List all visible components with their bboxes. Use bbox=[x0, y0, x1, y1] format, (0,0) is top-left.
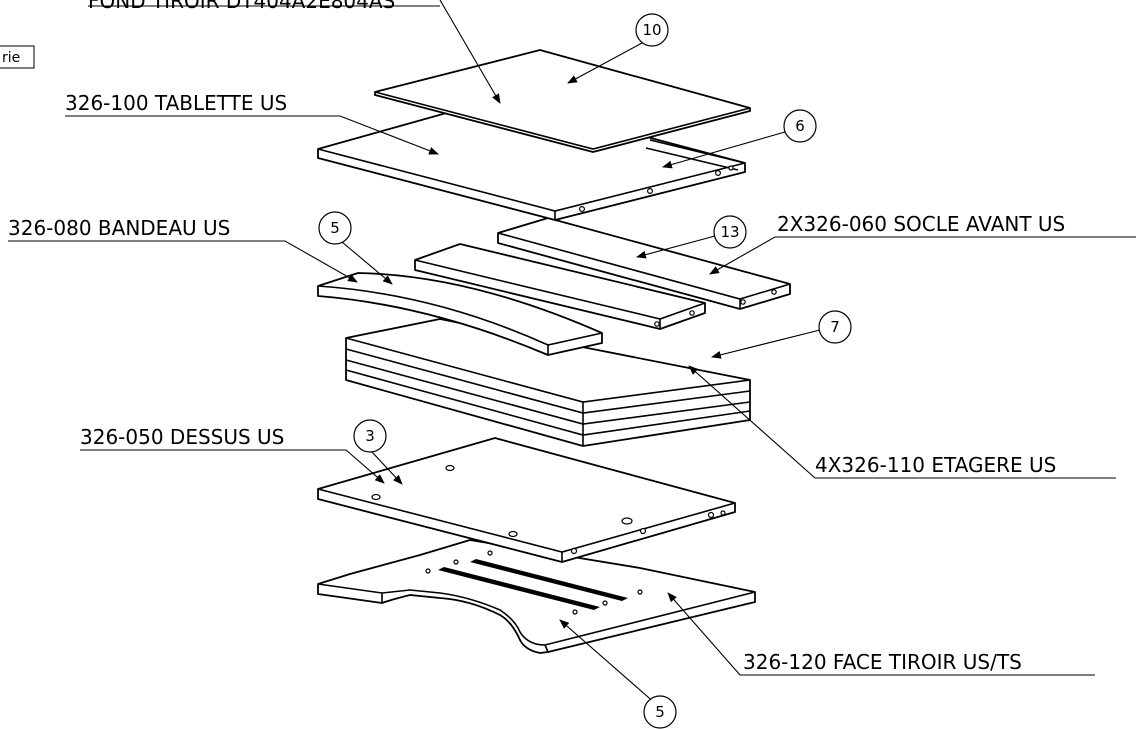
svg-text:5: 5 bbox=[655, 703, 665, 721]
leader-lines bbox=[8, 0, 1136, 705]
label-tablette: 326-100 TABLETTE US bbox=[65, 91, 287, 115]
svg-text:6: 6 bbox=[795, 117, 805, 135]
label-corner-cut-box: rie bbox=[0, 45, 35, 69]
balloon-5-bottom: 5 bbox=[643, 695, 677, 729]
svg-text:7: 7 bbox=[830, 318, 840, 336]
svg-text:5: 5 bbox=[330, 219, 340, 237]
label-etagere: 4X326-110 ETAGERE US bbox=[815, 453, 1056, 477]
balloon-5-top: 5 bbox=[318, 211, 352, 245]
part-dessus bbox=[317, 437, 736, 563]
label-dessus: 326-050 DESSUS US bbox=[80, 425, 284, 449]
part-face-tiroir bbox=[317, 539, 756, 654]
label-face-tiroir: 326-120 FACE TIROIR US/TS bbox=[743, 650, 1022, 674]
part-socle-avant-left bbox=[414, 243, 706, 330]
label-bandeau: 326-080 BANDEAU US bbox=[8, 216, 230, 240]
label-socle-avant: 2X326-060 SOCLE AVANT US bbox=[777, 212, 1065, 236]
part-fond-tiroir bbox=[374, 49, 751, 153]
balloon-13: 13 bbox=[713, 215, 747, 249]
svg-text:3: 3 bbox=[365, 427, 375, 445]
svg-text:13: 13 bbox=[720, 223, 739, 241]
balloon-7: 7 bbox=[818, 310, 852, 344]
balloon-6: 6 bbox=[783, 109, 817, 143]
balloon-3: 3 bbox=[353, 419, 387, 453]
balloon-10: 10 bbox=[635, 13, 669, 47]
svg-text:10: 10 bbox=[642, 21, 661, 39]
part-bandeau bbox=[317, 272, 603, 356]
svg-text:rie: rie bbox=[2, 50, 20, 66]
